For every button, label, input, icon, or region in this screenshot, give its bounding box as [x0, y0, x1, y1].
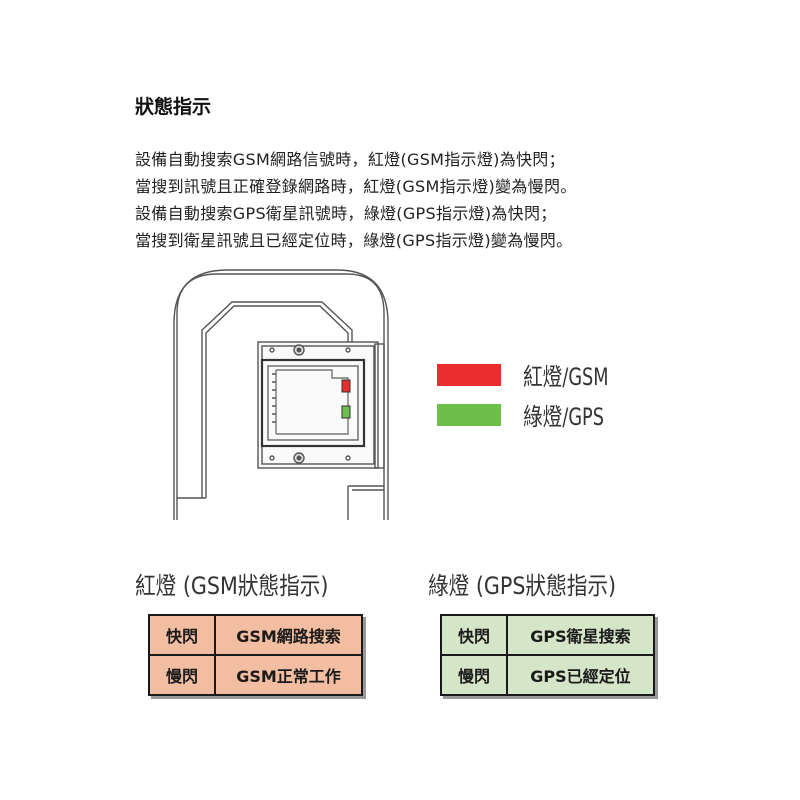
table-cell: 慢閃	[148, 654, 216, 696]
table-row: 慢閃 GPS已經定位	[440, 654, 655, 696]
table-cell: 快閃	[440, 614, 508, 656]
table-cell: 慢閃	[440, 654, 508, 696]
legend-item-gsm: 紅燈/GSM	[437, 357, 627, 392]
description-block: 設備自動搜索GSM網路信號時，紅燈(GSM指示燈)為快閃； 當搜到訊號且正確登錄…	[135, 146, 577, 254]
table-cell: GSM網路搜索	[214, 614, 363, 656]
gps-table-title: 綠燈 (GPS狀態指示)	[428, 572, 617, 600]
table-row: 慢閃 GSM正常工作	[148, 654, 363, 696]
page-heading: 狀態指示	[135, 96, 212, 118]
gsm-status-table: 快閃 GSM網路搜索 慢閃 GSM正常工作	[148, 614, 363, 696]
table-cell: GPS已經定位	[506, 654, 655, 696]
table-cell: 快閃	[148, 614, 216, 656]
legend-item-gps: 綠燈/GPS	[437, 397, 622, 432]
description-line: 設備自動搜索GSM網路信號時，紅燈(GSM指示燈)為快閃；	[135, 150, 565, 169]
description-line: 設備自動搜索GPS衛星訊號時，綠燈(GPS指示燈)為快閃；	[135, 204, 557, 223]
description-line: 當搜到訊號且正確登錄網路時，紅燈(GSM指示燈)變為慢閃。	[135, 177, 577, 196]
description-line: 當搜到衛星訊號且已經定位時，綠燈(GPS指示燈)變為慢閃。	[135, 231, 573, 250]
gps-status-table: 快閃 GPS衛星搜索 慢閃 GPS已經定位	[440, 614, 655, 696]
gps-led	[341, 405, 351, 419]
red-swatch	[437, 363, 501, 386]
legend-label: 紅燈/GSM	[523, 363, 609, 391]
table-row: 快閃 GPS衛星搜索	[440, 614, 655, 656]
device-illustration	[173, 269, 389, 520]
table-cell: GSM正常工作	[214, 654, 363, 696]
green-swatch	[437, 403, 501, 426]
gsm-led	[341, 379, 351, 393]
legend-label: 綠燈/GPS	[523, 403, 604, 431]
table-row: 快閃 GSM網路搜索	[148, 614, 363, 656]
gsm-table-title: 紅燈 (GSM狀態指示)	[135, 572, 329, 600]
table-cell: GPS衛星搜索	[506, 614, 655, 656]
device-outer-shell	[173, 269, 389, 520]
